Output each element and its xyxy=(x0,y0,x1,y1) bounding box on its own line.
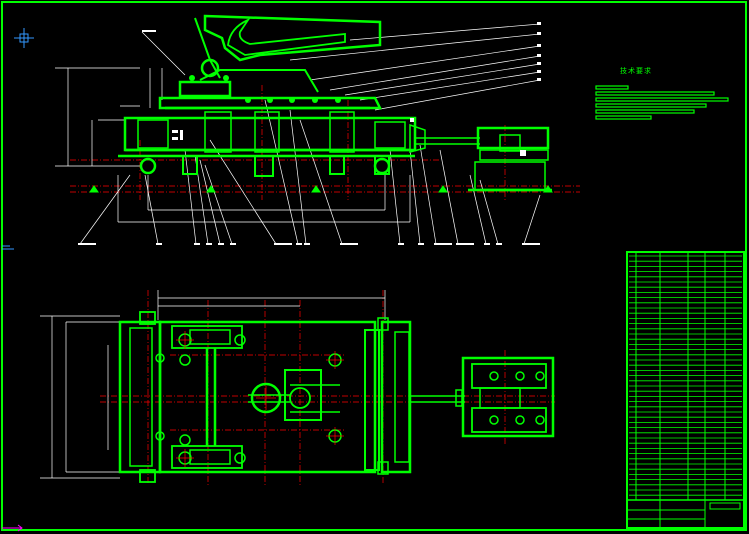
front-view-parts xyxy=(89,14,553,193)
left-edge-marker xyxy=(2,245,14,250)
technical-requirements: 技术要求 xyxy=(595,66,729,120)
balloon-markers-right xyxy=(537,22,541,81)
front-view-details xyxy=(189,75,341,103)
front-view-dimensions xyxy=(55,23,541,245)
balloon-markers-bottom xyxy=(78,30,540,245)
top-view-bolt-centers xyxy=(176,331,344,467)
top-view-parts xyxy=(118,311,555,483)
technical-requirements-title: 技术要求 xyxy=(620,66,652,75)
ucs-axis-icon xyxy=(2,524,23,532)
front-view xyxy=(55,14,580,245)
top-view-dimensions xyxy=(40,290,386,479)
crosshair-cursor-icon xyxy=(14,28,34,48)
parts-list-table xyxy=(626,251,745,529)
top-view xyxy=(40,290,555,485)
front-view-bolts xyxy=(172,118,526,156)
